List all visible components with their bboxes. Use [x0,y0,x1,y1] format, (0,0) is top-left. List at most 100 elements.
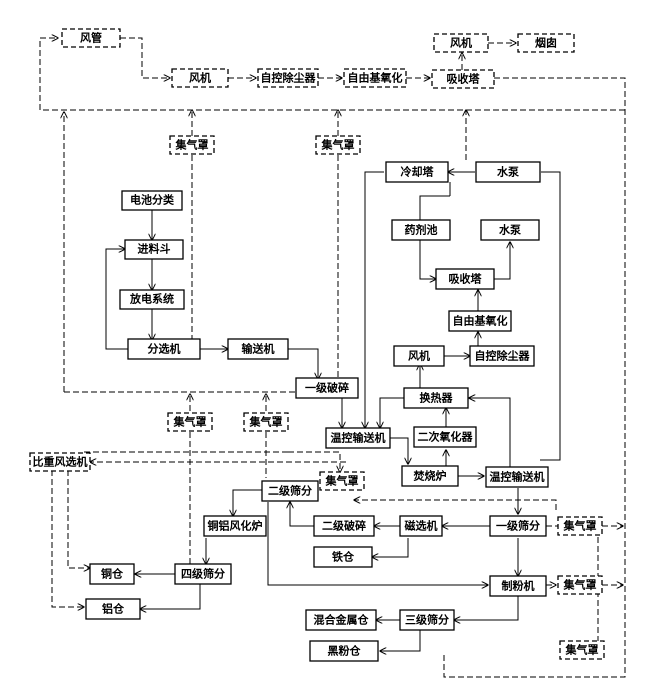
node-hood-5: 集气罩 [319,471,365,491]
svg-text:放电系统: 放电系统 [129,292,174,306]
flow-edge [372,538,409,557]
node-free-radical-top: 自由基氧化 [343,68,407,88]
svg-text:进料斗: 进料斗 [138,242,171,256]
svg-text:一级筛分: 一级筛分 [496,519,540,533]
svg-text:风机: 风机 [408,349,430,363]
svg-text:焚烧炉: 焚烧炉 [413,469,447,483]
svg-text:换热器: 换热器 [420,391,454,405]
flow-edge [390,437,408,464]
exhaust-edge [443,77,626,678]
flow-edge [454,594,519,620]
svg-text:自由基氧化: 自由基氧化 [348,71,403,85]
svg-text:电池分类: 电池分类 [130,193,175,207]
node-absorber-top: 吸收塔 [431,69,495,89]
svg-text:集气罩: 集气罩 [565,643,599,657]
svg-text:集气罩: 集气罩 [563,578,597,592]
flow-edge [380,397,404,428]
svg-text:铜铝风化炉: 铜铝风化炉 [207,519,263,533]
flow-edge [365,171,384,428]
svg-text:铝仓: 铝仓 [102,602,125,616]
svg-text:输送机: 输送机 [242,342,275,356]
flow-edge [267,502,488,585]
flow-edge [540,171,561,461]
svg-text:自控除尘器: 自控除尘器 [475,349,531,363]
node-primary-crush: 一级破碎 [295,377,359,399]
node-magnetic-sep: 磁选机 [399,515,443,537]
node-fan-mid: 风机 [393,345,445,367]
node-secondary-oxidizer: 二次氧化器 [413,426,477,448]
node-auto-dust-top: 自控除尘器 [257,68,319,88]
node-separator: 分选机 [127,338,201,360]
exhaust-edge [120,37,170,78]
exhaust-edge [67,470,90,568]
node-quaternary-screen: 四级筛分 [174,563,232,585]
exhaust-edge [288,451,340,472]
svg-text:温控输送机: 温控输送机 [331,431,386,445]
svg-text:集气罩: 集气罩 [325,474,359,488]
node-copper-bin: 铜仓 [89,563,135,585]
svg-text:集气罩: 集气罩 [563,519,597,533]
node-hood-4: 集气罩 [243,412,289,432]
node-reagent-pool: 药剂池 [391,219,451,241]
svg-text:吸收塔: 吸收塔 [447,72,481,86]
svg-text:四级筛分: 四级筛分 [181,567,225,581]
flow-edge [469,398,511,470]
exhaust-edge [83,451,288,455]
svg-text:自控除尘器: 自控除尘器 [261,71,317,85]
flow-edge [105,249,128,350]
node-hood-8: 集气罩 [559,640,605,660]
node-primary-screen: 一级筛分 [489,515,547,537]
node-absorber-mid: 吸收塔 [435,268,495,290]
node-aluminum-bin: 铝仓 [85,598,141,620]
node-temp-conveyor-2: 温控输送机 [485,466,549,488]
flow-edge [288,348,318,379]
flow-edge [233,489,262,516]
node-secondary-crush: 二级破碎 [313,515,375,537]
node-auto-dust-mid: 自控除尘器 [469,345,535,367]
svg-text:分选机: 分选机 [148,342,181,356]
svg-text:二级筛分: 二级筛分 [268,484,312,498]
svg-text:制粉机: 制粉机 [502,579,535,593]
node-temp-conveyor-1: 温控输送机 [325,427,391,449]
svg-text:集气罩: 集气罩 [175,138,209,152]
svg-text:冷却塔: 冷却塔 [401,165,435,179]
svg-text:风管: 风管 [80,31,102,45]
node-feed-hopper: 进料斗 [124,239,184,260]
exhaust-edge [39,38,625,111]
flow-edge [290,502,314,527]
node-hood-3: 集气罩 [167,412,213,432]
flow-edge [419,195,450,220]
flow-edge [380,630,421,651]
node-conveyor: 输送机 [227,338,289,360]
svg-text:三级筛分: 三级筛分 [405,613,449,627]
flow-edge [419,240,436,279]
svg-text:温控输送机: 温控输送机 [490,470,545,484]
node-discharge: 放电系统 [119,289,185,310]
node-hood-2: 集气罩 [315,135,361,155]
svg-text:黑粉仓: 黑粉仓 [328,644,362,658]
node-cooling-tower: 冷却塔 [385,161,449,183]
svg-text:比重风选机: 比重风选机 [33,455,88,469]
svg-text:风机: 风机 [189,71,211,85]
svg-text:水泵: 水泵 [497,165,519,179]
node-pulverizer: 制粉机 [489,575,547,597]
dashed-flows [39,37,626,678]
node-pump-2: 水泵 [480,219,540,241]
node-free-radical-mid: 自由基氧化 [448,310,512,332]
solid-flows [105,171,561,651]
svg-text:集气罩: 集气罩 [249,415,283,429]
node-secondary-screen: 二级筛分 [261,480,319,502]
svg-text:吸收塔: 吸收塔 [449,272,483,286]
exhaust-edge [354,500,557,510]
node-iron-bin: 铁仓 [313,546,373,568]
flow-edge [140,584,201,609]
svg-text:烟囱: 烟囱 [535,36,557,50]
svg-text:风机: 风机 [450,36,472,50]
svg-text:集气罩: 集气罩 [173,415,207,429]
exhaust-edge [51,470,84,607]
node-cu-al-furnace: 铜铝风化炉 [203,515,267,537]
node-hood-7: 集气罩 [557,575,603,595]
node-pump-1: 水泵 [475,161,541,183]
svg-text:铜仓: 铜仓 [100,567,124,581]
svg-text:水泵: 水泵 [499,223,521,237]
